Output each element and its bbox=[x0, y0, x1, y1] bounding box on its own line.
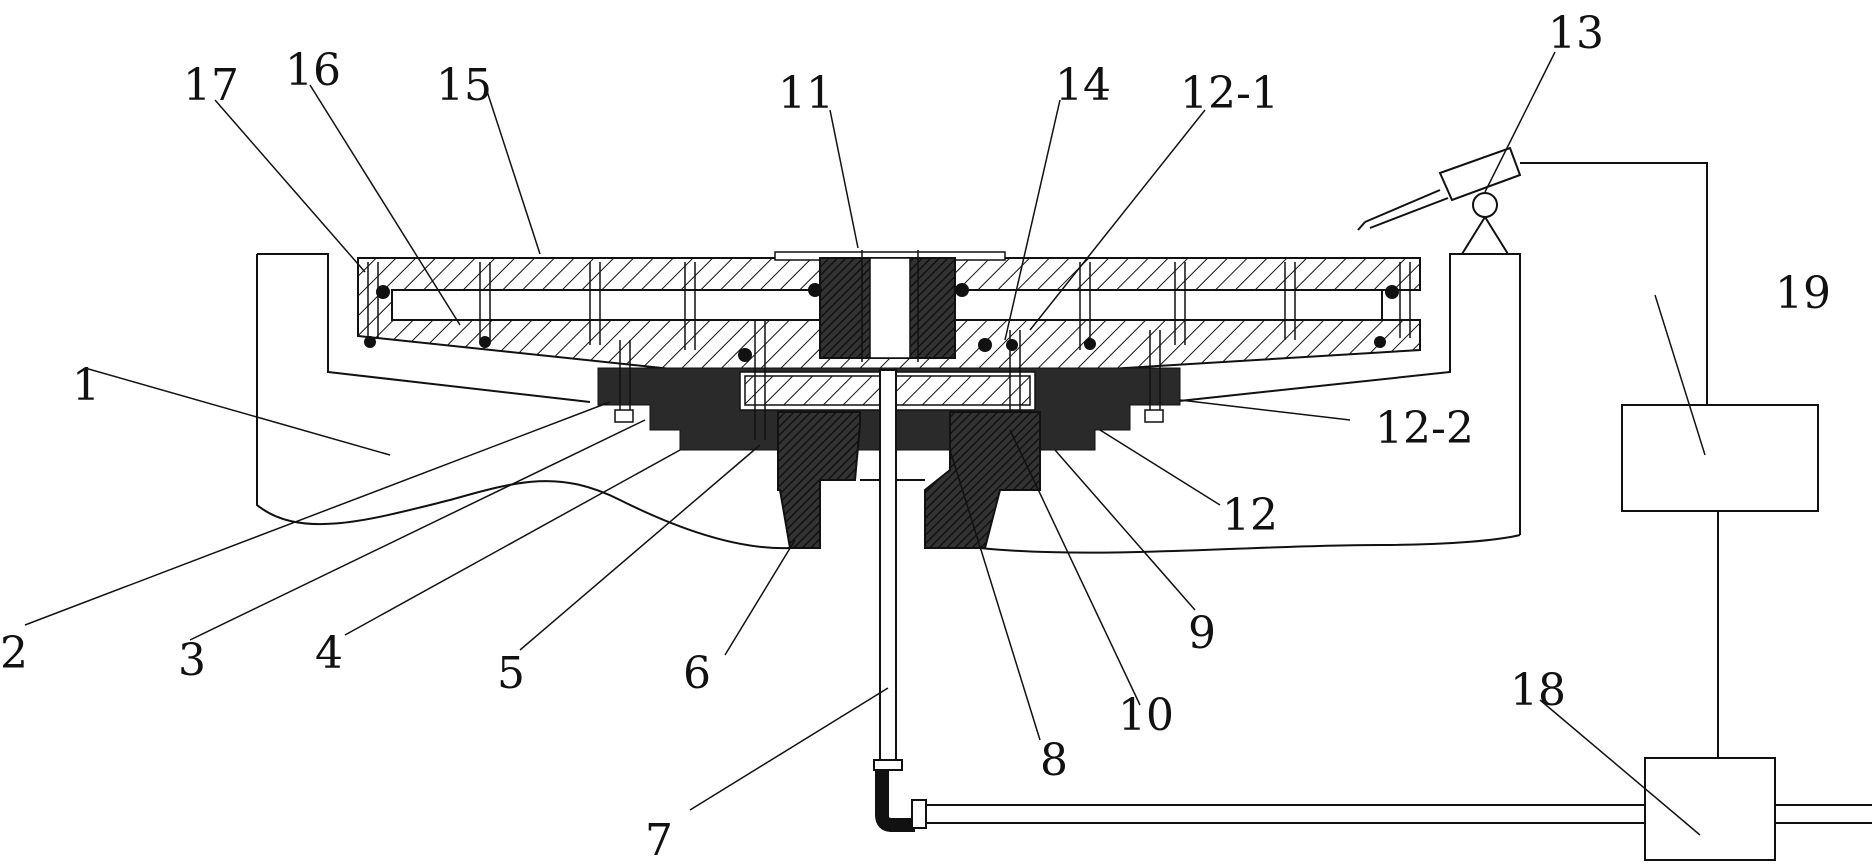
label-8: 8 bbox=[1040, 735, 1068, 786]
controller-box bbox=[1622, 405, 1818, 511]
label-5: 5 bbox=[497, 648, 525, 699]
label-12: 12 bbox=[1222, 490, 1278, 541]
label-3: 3 bbox=[178, 635, 206, 686]
label-14: 14 bbox=[1055, 60, 1111, 111]
label-19: 19 bbox=[1775, 268, 1831, 319]
label-9: 9 bbox=[1188, 608, 1216, 659]
label-16: 16 bbox=[285, 45, 341, 96]
label-12-2: 12-2 bbox=[1375, 403, 1474, 454]
control-units bbox=[1622, 405, 1818, 860]
label-7: 7 bbox=[645, 815, 673, 864]
label-2: 2 bbox=[0, 628, 28, 679]
pump-box bbox=[1645, 758, 1775, 860]
label-4: 4 bbox=[315, 628, 343, 679]
label-15: 15 bbox=[436, 60, 492, 111]
label-18: 18 bbox=[1510, 665, 1566, 716]
label-17: 17 bbox=[183, 60, 239, 111]
label-11: 11 bbox=[778, 68, 834, 119]
label-10: 10 bbox=[1118, 690, 1174, 741]
label-13: 13 bbox=[1548, 8, 1604, 59]
label-1: 1 bbox=[72, 360, 100, 411]
label-12-1: 12-1 bbox=[1180, 68, 1279, 119]
label-6: 6 bbox=[683, 648, 711, 699]
